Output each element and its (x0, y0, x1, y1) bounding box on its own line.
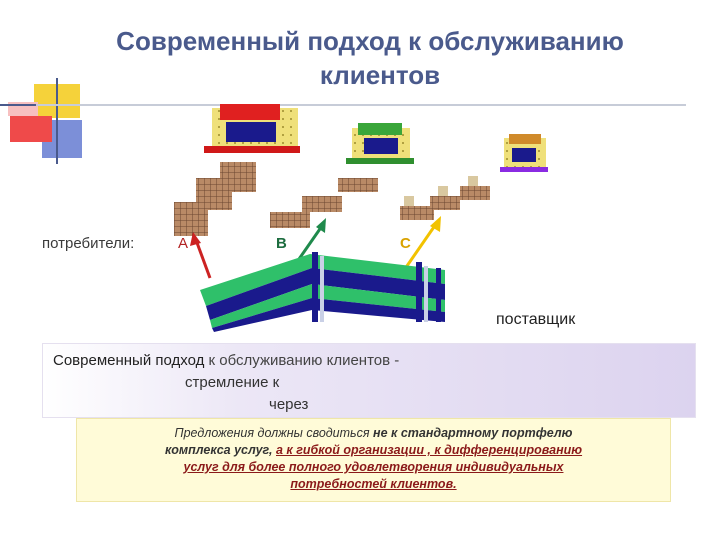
proposal-text-6: потребностей клиентов. (290, 477, 457, 491)
arrow-a (190, 232, 212, 279)
crates-channel-c (400, 176, 490, 220)
store-green (346, 123, 414, 164)
definition-term: Современный подход (53, 352, 205, 369)
channel-c-label: С (400, 235, 411, 252)
proposal-text-1: Предложения должны сводиться (174, 426, 374, 440)
definition-box: Современный подход к обслуживанию клиент… (42, 343, 696, 418)
definition-term-rest: к обслуживанию клиентов - (208, 352, 400, 369)
distribution-illustration (174, 104, 548, 332)
proposal-text-3: комплекса услуг, (164, 443, 276, 457)
supplier-label: поставщик (496, 311, 576, 328)
proposal-box: Предложения должны сводиться не к станда… (76, 418, 671, 502)
definition-line-2: стремление к (185, 374, 280, 391)
warehouse (200, 252, 445, 332)
proposal-text-5: услуг для более полного удовлетворения и… (183, 460, 564, 474)
proposal-line-3: услуг для более полного удовлетворения и… (77, 459, 670, 476)
proposal-text-2: не к стандартному портфелю (373, 426, 573, 440)
proposal-line-2: комплекса услуг, а к гибкой организации … (77, 442, 670, 459)
channel-a-label: А (178, 235, 189, 252)
proposal-line-4: потребностей клиентов. (77, 476, 670, 493)
crates-channel-a (174, 162, 256, 236)
title-divider (36, 104, 686, 106)
title-line-2: клиентов (319, 60, 441, 90)
store-red (204, 104, 300, 153)
title-line-1: Современный подход к обслуживанию (116, 26, 624, 56)
crates-channel-b (270, 178, 378, 228)
consumers-label: потребители: (42, 235, 135, 252)
definition-line-3: через (269, 396, 309, 413)
channel-b-label: В (276, 235, 287, 252)
proposal-line-1: Предложения должны сводиться не к станда… (77, 425, 670, 442)
page-title: Современный подход к обслуживанию клиент… (70, 24, 670, 92)
store-purple (500, 134, 548, 172)
proposal-text-4: а к гибкой организации , к дифференциров… (276, 443, 583, 457)
definition-line-1: Современный подход к обслуживанию клиент… (53, 352, 399, 369)
